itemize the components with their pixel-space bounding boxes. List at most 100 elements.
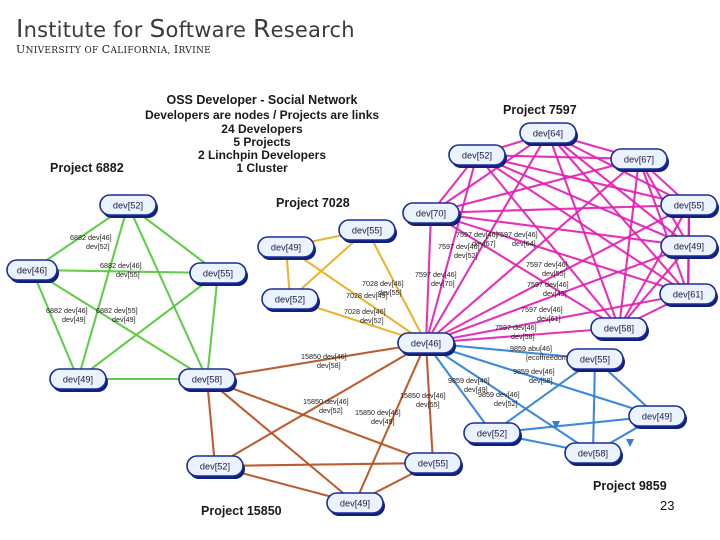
node-m55[interactable]: dev[55] bbox=[660, 194, 719, 218]
edge-label-line: 7597 dev[46] bbox=[438, 242, 480, 251]
subtitle-word-0: NIVERSITY OF bbox=[25, 46, 102, 56]
edge-label-line: 6882 dev[46] bbox=[46, 306, 88, 315]
edge-r52-r55 bbox=[213, 461, 435, 468]
edge-label-line: 9859 dev[46] bbox=[513, 367, 555, 376]
edge-r49-L46 bbox=[353, 341, 428, 505]
project-label-p7028: Project 7028 bbox=[276, 196, 350, 210]
node-bubble bbox=[448, 144, 506, 166]
edge-label-line: 7597 dev[46] bbox=[521, 305, 563, 314]
edge-m67-m58 bbox=[617, 157, 641, 330]
node-g49[interactable]: dev[49] bbox=[49, 368, 108, 392]
edge-g52-L58 bbox=[126, 203, 209, 381]
node-label: dev[52] bbox=[462, 151, 492, 161]
arrowhead-0 bbox=[626, 439, 634, 447]
edge-r52-L46 bbox=[213, 341, 428, 468]
edge-m70-m49 bbox=[429, 211, 691, 248]
node-bubble bbox=[186, 455, 244, 477]
node-label: dev[67] bbox=[624, 155, 654, 165]
project-label-p15850: Project 15850 bbox=[201, 504, 282, 518]
node-b55[interactable]: dev[55] bbox=[566, 348, 625, 372]
node-y52[interactable]: dev[52] bbox=[261, 288, 320, 312]
node-label: dev[52] bbox=[113, 201, 143, 211]
node-bubble bbox=[6, 259, 58, 281]
node-g55[interactable]: dev[55] bbox=[189, 262, 248, 286]
node-label: dev[46] bbox=[411, 339, 441, 349]
edge-m52-m58 bbox=[475, 153, 621, 330]
node-r49[interactable]: dev[49] bbox=[326, 492, 385, 516]
edge-label-12: 7597 dev[46]dev[61] bbox=[521, 305, 563, 323]
edge-m64-m61 bbox=[546, 131, 690, 296]
node-bubble bbox=[519, 122, 577, 144]
node-b49[interactable]: dev[49] bbox=[628, 405, 687, 429]
node-label: dev[55] bbox=[580, 355, 610, 365]
node-m67[interactable]: dev[67] bbox=[610, 148, 669, 172]
node-bubble bbox=[326, 492, 384, 514]
node-m61[interactable]: dev[61] bbox=[659, 283, 718, 307]
node-g46[interactable]: dev[46] bbox=[6, 259, 59, 283]
node-L58[interactable]: dev[58] bbox=[178, 368, 237, 392]
title-initial-3: R bbox=[253, 14, 271, 43]
edge-r55-L46 bbox=[424, 341, 435, 465]
node-label: dev[64] bbox=[533, 129, 563, 139]
page-number: 23 bbox=[660, 498, 675, 513]
node-m70[interactable]: dev[70] bbox=[402, 202, 461, 226]
project-label-p9859: Project 9859 bbox=[593, 479, 667, 493]
project-label-p7597: Project 7597 bbox=[503, 103, 577, 117]
university-subtitle: UNIVERSITY OF CALIFORNIA, IRVINE bbox=[16, 43, 211, 56]
title-word-3: esearch bbox=[270, 18, 355, 42]
node-label: dev[58] bbox=[578, 449, 608, 459]
edge-label-line: dev[58] bbox=[529, 376, 553, 385]
edge-L46-b58 bbox=[424, 341, 595, 455]
node-g52[interactable]: dev[52] bbox=[99, 194, 158, 218]
node-b52[interactable]: dev[52] bbox=[463, 422, 522, 446]
edge-label-line: 9859 abu[46] bbox=[510, 344, 552, 353]
edge-label-15: 15850 dev[46]dev[58] bbox=[301, 352, 347, 370]
edge-label-2: 6882 dev[46]dev[49] bbox=[46, 306, 88, 324]
node-bubble bbox=[659, 283, 717, 305]
node-label: dev[52] bbox=[477, 429, 507, 439]
node-label: dev[49] bbox=[340, 499, 370, 509]
subtitle-word-1: ALIFORNIA bbox=[110, 46, 168, 56]
node-label: dev[55] bbox=[674, 201, 704, 211]
node-m52[interactable]: dev[52] bbox=[448, 144, 507, 168]
edge-label-line: [ecoffreedom[55] bbox=[526, 353, 580, 362]
node-r52[interactable]: dev[52] bbox=[186, 455, 245, 479]
node-label: dev[58] bbox=[604, 324, 634, 334]
edge-label-line: dev[52] bbox=[360, 316, 384, 325]
edge-label-line: 15850 dev[46] bbox=[303, 397, 349, 406]
edge-label-5: 7028 dev[49] bbox=[346, 291, 388, 300]
node-bubble bbox=[564, 442, 622, 464]
edge-label-line: 7028 dev[49] bbox=[346, 291, 388, 300]
diagram-title-line-5: 1 Cluster bbox=[236, 161, 288, 175]
edge-label-line: dev[49] bbox=[464, 385, 488, 394]
edge-label-20: 9859 dev[46]dev[49] bbox=[448, 376, 490, 394]
node-bubble bbox=[660, 235, 718, 257]
edge-g46-g49 bbox=[30, 268, 80, 381]
edge-label-line: dev[55] bbox=[542, 269, 566, 278]
edge-label-line: 7028 dev[46] bbox=[362, 279, 404, 288]
node-m58[interactable]: dev[58] bbox=[590, 317, 649, 341]
edge-m64-m58 bbox=[546, 131, 621, 330]
node-m64[interactable]: dev[64] bbox=[519, 122, 578, 146]
node-m49[interactable]: dev[49] bbox=[660, 235, 719, 259]
subtitle-word-2: , bbox=[167, 46, 174, 56]
node-label: dev[49] bbox=[674, 242, 704, 252]
node-y49[interactable]: dev[49] bbox=[257, 236, 316, 260]
edge-label-22: 9859 dev[46]dev[58] bbox=[513, 367, 555, 385]
edge-label-line: 6882 dev[55] bbox=[96, 306, 138, 315]
diagram-title-line-1: Developers are nodes / Projects are link… bbox=[145, 108, 379, 122]
edge-label-19: 9859 abu[46][ecoffreedom[55] bbox=[510, 344, 580, 362]
edge-label-17: 15850 dev[46]dev[55] bbox=[400, 391, 446, 409]
edges-p6882 bbox=[30, 203, 220, 381]
edge-label-line: 6882 dev[46] bbox=[100, 261, 142, 270]
title-initial-2: S bbox=[149, 14, 166, 43]
node-L46[interactable]: dev[46] bbox=[397, 332, 456, 356]
node-y55[interactable]: dev[55] bbox=[338, 219, 397, 243]
edge-label-line: 7597 dev[46] bbox=[495, 323, 537, 332]
node-b58[interactable]: dev[58] bbox=[564, 442, 623, 466]
node-r55[interactable]: dev[55] bbox=[404, 452, 463, 476]
edge-g55-L58 bbox=[205, 271, 220, 381]
title-word-1: for bbox=[106, 18, 150, 42]
edge-m67-m70 bbox=[429, 157, 641, 215]
edge-label-7: 7597 dev[46]dev[67] bbox=[456, 230, 498, 248]
